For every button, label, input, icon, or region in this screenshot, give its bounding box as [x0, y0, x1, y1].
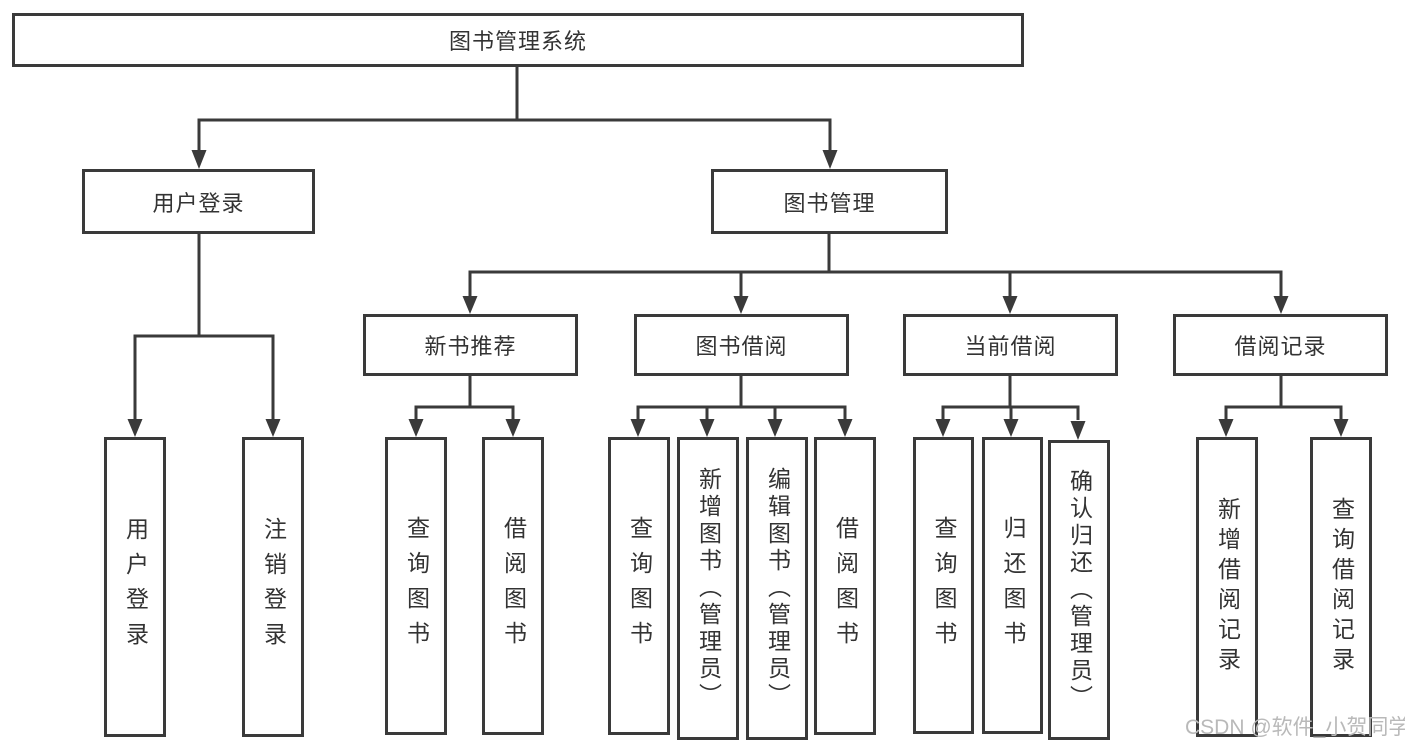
leaf-add-borrow-record: 新增借阅记录 [1196, 437, 1258, 737]
leaf-add-borrow-record-label: 新增借阅记录 [1214, 497, 1241, 677]
leaf-logout-label: 注销登录 [260, 517, 287, 657]
arrowheads [127, 150, 1349, 440]
leaf-query-borrow-record-label: 查询借阅记录 [1328, 497, 1355, 677]
csdn-watermark: CSDN @软件_小贺同学 [1185, 716, 1405, 739]
node-current-borrow-label: 当前借阅 [964, 334, 1057, 359]
node-current-borrow: 当前借阅 [903, 314, 1118, 376]
node-root: 图书管理系统 [12, 13, 1024, 67]
leaf-edit-books-admin-label: 编辑图书（管理员） [764, 467, 791, 710]
connector-rec-to-leaves [414, 376, 515, 420]
node-book-mgmt-label: 图书管理 [783, 190, 876, 216]
leaf-current-query-books: 查询图书 [913, 437, 974, 734]
connector-current-to-leaves [941, 376, 1080, 420]
leaf-rec-query-books: 查询图书 [385, 437, 447, 735]
node-book-borrow-label: 图书借阅 [695, 334, 788, 359]
leaf-user-login-label: 用户登录 [122, 517, 149, 657]
node-book-borrow: 图书借阅 [634, 314, 849, 376]
connector-records-to-leaves [1224, 376, 1343, 420]
node-new-book-rec-label: 新书推荐 [424, 334, 517, 359]
leaf-current-query-books-label: 查询图书 [931, 515, 957, 656]
leaf-add-books-admin: 新增图书（管理员） [677, 437, 739, 740]
connector-mgmt-to-level3 [468, 234, 1283, 297]
leaf-user-login: 用户登录 [104, 437, 166, 737]
leaf-add-books-admin-label: 新增图书（管理员） [695, 467, 722, 710]
node-borrow-records: 借阅记录 [1173, 314, 1388, 376]
node-root-label: 图书管理系统 [448, 29, 587, 54]
leaf-borrow-books-label: 借阅图书 [832, 516, 859, 656]
node-borrow-records-label: 借阅记录 [1234, 334, 1327, 359]
node-user-login-label: 用户登录 [152, 190, 245, 216]
leaf-rec-query-books-label: 查询图书 [403, 516, 430, 656]
leaf-confirm-return-admin: 确认归还（管理员） [1048, 440, 1110, 740]
leaf-query-borrow-record: 查询借阅记录 [1310, 437, 1372, 737]
node-book-mgmt: 图书管理 [711, 169, 948, 234]
connector-borrow-to-leaves [636, 376, 847, 420]
leaf-rec-borrow-books-label: 借阅图书 [500, 516, 527, 656]
leaf-return-books: 归还图书 [982, 437, 1043, 734]
node-new-book-rec: 新书推荐 [363, 314, 578, 376]
leaf-logout: 注销登录 [242, 437, 304, 737]
leaf-borrow-query-books: 查询图书 [608, 437, 670, 735]
leaf-edit-books-admin: 编辑图书（管理员） [746, 437, 808, 740]
node-user-login: 用户登录 [82, 169, 315, 234]
leaf-confirm-return-admin-label: 确认归还（管理员） [1066, 468, 1093, 712]
leaf-borrow-query-books-label: 查询图书 [626, 516, 653, 656]
connector-login-to-leaves [133, 234, 275, 420]
connector-root-to-level2 [197, 66, 832, 152]
leaf-return-books-label: 归还图书 [1000, 515, 1026, 656]
leaf-rec-borrow-books: 借阅图书 [482, 437, 544, 735]
leaf-borrow-books: 借阅图书 [814, 437, 876, 735]
